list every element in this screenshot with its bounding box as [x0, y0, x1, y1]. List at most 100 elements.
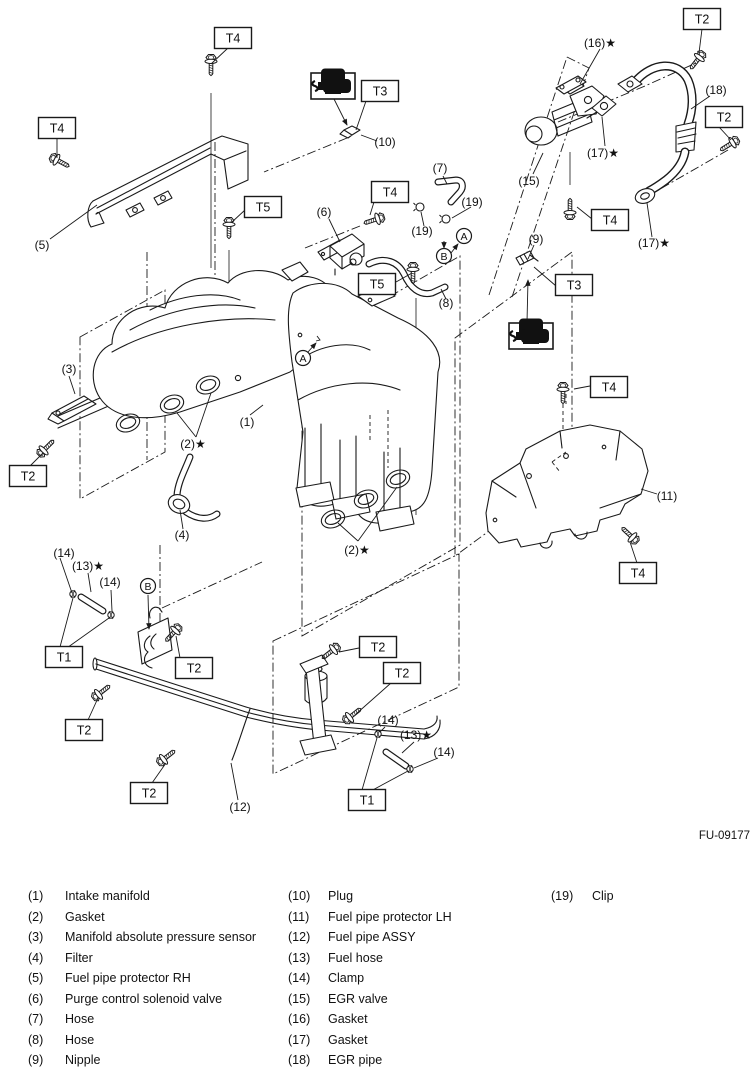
- legend-item: (5)Fuel pipe protector RH: [28, 971, 191, 992]
- bolt-icon: [153, 745, 179, 769]
- callout-box: [590, 208, 630, 232]
- part-number-label: (14): [53, 546, 74, 560]
- leader-lines: [29, 28, 732, 801]
- connection-marker-b: B: [139, 577, 157, 595]
- callout-label: T4: [603, 214, 618, 228]
- legend-item: (16)Gasket: [288, 1012, 368, 1033]
- part-number-label: (12): [229, 800, 250, 814]
- callout-box: [618, 561, 658, 585]
- fuel-hose-clamps-drawing: [69, 589, 414, 774]
- torque-callout-t4: T4: [213, 26, 253, 50]
- part-number-label: (10): [374, 135, 395, 149]
- legend-item-name: Fuel hose: [328, 950, 383, 965]
- plug-drawing: [339, 125, 361, 139]
- callout-label: T3: [373, 85, 388, 99]
- legend-item-number: (5): [28, 971, 44, 985]
- legend-item-number: (15): [288, 991, 311, 1006]
- marker-letter: B: [440, 251, 447, 263]
- callout-label: T5: [370, 278, 385, 292]
- torque-callout-t2: T2: [129, 781, 169, 805]
- purge-solenoid-valve-drawing: [317, 233, 365, 276]
- legend-item-name: Intake manifold: [65, 889, 150, 903]
- legend-item: (10)Plug: [288, 889, 353, 910]
- callout-label: T4: [50, 122, 65, 136]
- callout-label: T2: [77, 724, 92, 738]
- callout-box: [243, 195, 283, 219]
- legend-item: (3)Manifold absolute pressure sensor: [28, 930, 256, 951]
- legend-item-number: (8): [28, 1032, 44, 1047]
- part-number-label: (17)★: [587, 146, 619, 160]
- part-number-label: (5): [35, 238, 50, 252]
- callout-label: T2: [695, 13, 710, 27]
- part-number-label: (14): [99, 575, 120, 589]
- callout-box: [360, 79, 400, 103]
- callout-label: T4: [631, 567, 646, 581]
- hose-7-drawing: [412, 176, 466, 224]
- legend-item: (15)EGR valve: [288, 992, 388, 1013]
- part-number-label: (2)★: [180, 437, 205, 451]
- legend-item-number: (16): [288, 1012, 311, 1026]
- part-number-label: (7): [433, 161, 448, 175]
- torque-callout-t2: T2: [174, 656, 214, 680]
- part-number-label: (19): [461, 195, 482, 209]
- legend-item: (2)Gasket: [28, 910, 105, 931]
- legend-item: (7)Hose: [28, 1012, 94, 1033]
- legend-item-name: Filter: [65, 950, 93, 965]
- legend-item-number: (3): [28, 930, 44, 944]
- callout-label: T2: [717, 111, 732, 125]
- connection-marker-a: A: [455, 227, 473, 245]
- legend-item-number: (6): [28, 991, 44, 1006]
- legend-item-name: Gasket: [65, 909, 105, 924]
- sealant-bottle-icon: [309, 67, 357, 101]
- legend-item-number: (11): [288, 909, 310, 924]
- legend-item: (6) Purge control solenoid valve: [28, 992, 222, 1013]
- part-number-label: (17)★: [638, 236, 670, 250]
- callout-label: T2: [395, 667, 410, 681]
- part-number-label: (15): [518, 174, 539, 188]
- part-number-label: (14): [433, 745, 454, 759]
- part-number-label: (1): [240, 415, 255, 429]
- marker-letter: A: [299, 353, 306, 365]
- marker-letter: A: [460, 231, 467, 243]
- legend-item-number: (17): [288, 1032, 311, 1047]
- legend-item: (14)Clamp: [288, 971, 364, 992]
- callout-box: [357, 272, 397, 296]
- fuel-pipe-protector-lh-drawing: [485, 424, 649, 549]
- legend-item: (13)Fuel hose: [288, 951, 383, 972]
- hose-8-drawing: [365, 256, 449, 298]
- part-number-label: (11): [657, 489, 677, 503]
- legend-item-number: (12): [288, 930, 311, 944]
- torque-callout-t1: T1: [347, 788, 387, 812]
- legend-item-number: (14): [288, 971, 311, 985]
- torque-callout-t4: T4: [618, 561, 658, 585]
- clip-icon: [438, 214, 451, 224]
- torque-callout-t5: T5: [243, 195, 283, 219]
- bolt-icon: [47, 150, 73, 173]
- bolt-icon: [361, 210, 387, 230]
- callout-box: [174, 656, 214, 680]
- legend-item: (17) Gasket: [288, 1033, 368, 1054]
- bolt-icon: [685, 47, 709, 73]
- callout-box: [8, 464, 48, 488]
- legend-item: (1)Intake manifold: [28, 889, 150, 910]
- parts-legend: (1)Intake manifold(2)Gasket(3)Manifold a…: [0, 889, 755, 1079]
- part-number-label: (4): [175, 528, 190, 542]
- figure-code: FU-09177: [698, 830, 750, 842]
- fuel-pipe-assy-drawing: [92, 606, 441, 761]
- legend-item-name: Purge control solenoid valve: [65, 991, 223, 1006]
- egr-pipe-drawing: [617, 61, 697, 204]
- filter-drawing: [167, 453, 221, 522]
- callout-label: T3: [567, 279, 582, 293]
- connection-marker-b: B: [435, 247, 453, 265]
- callout-box: [129, 781, 169, 805]
- torque-callout-t1: T1: [44, 645, 84, 669]
- callout-box: [382, 661, 422, 685]
- legend-item-number: (10): [288, 889, 311, 903]
- torque-callout-t5: T5: [357, 272, 397, 296]
- callout-label: T1: [360, 794, 375, 808]
- torque-callout-t2: T2: [382, 661, 422, 685]
- legend-item-name: Gasket: [328, 1032, 368, 1047]
- callout-box: [213, 26, 253, 50]
- map-sensor-drawing: [47, 395, 97, 425]
